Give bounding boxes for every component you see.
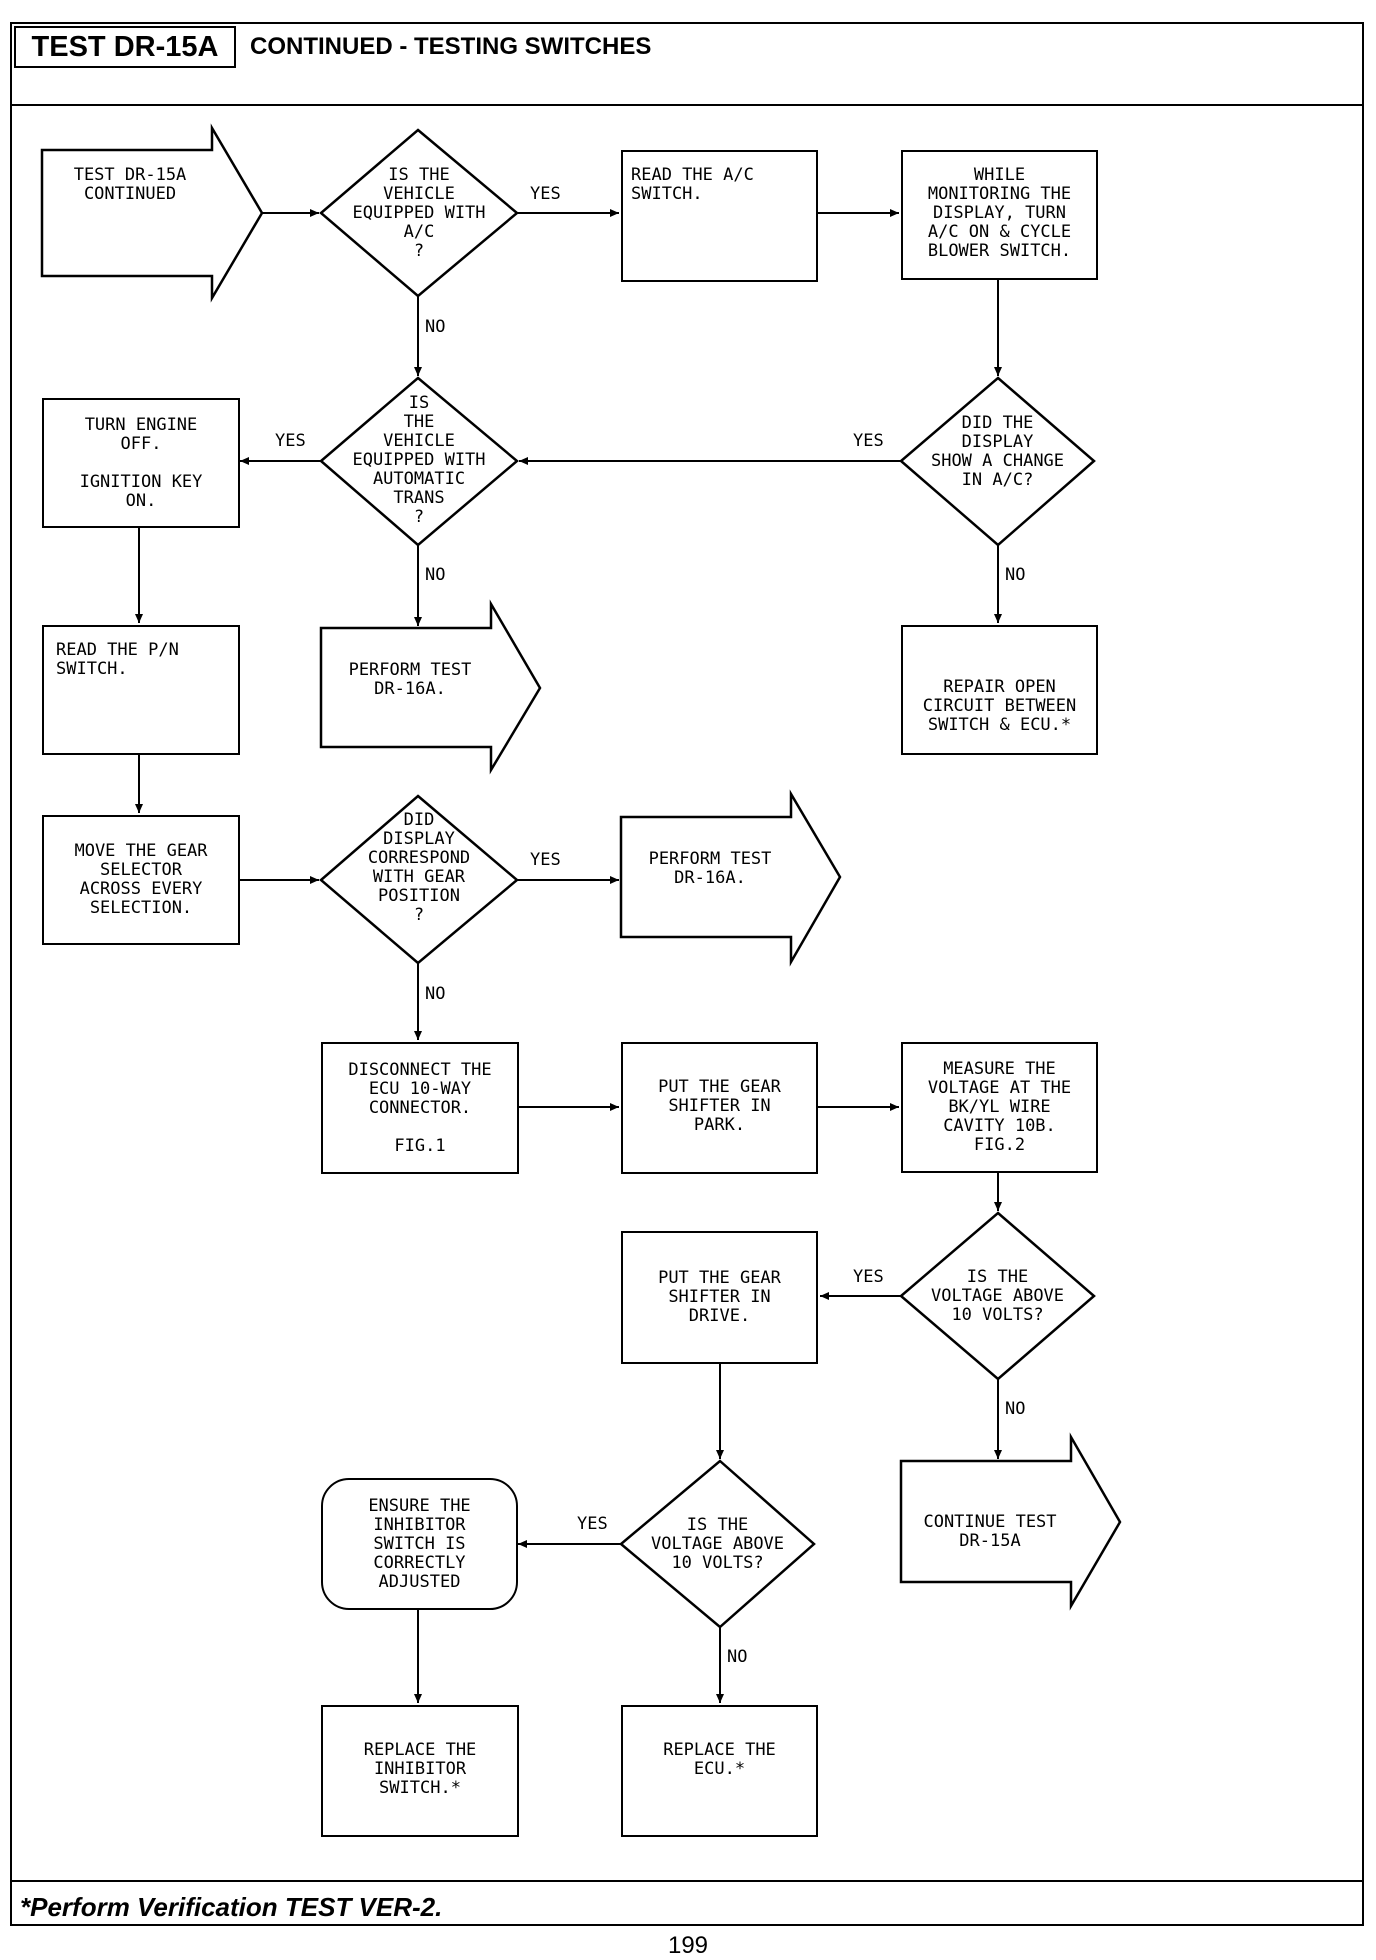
q-ac-no-label: NO: [425, 317, 446, 337]
header-subtitle: CONTINUED - TESTING SWITCHES: [250, 33, 652, 60]
continue-arrow-shape: [899, 1432, 1122, 1611]
q-display-ac-yes-label: YES: [853, 431, 884, 451]
q-volt1-yes-label: YES: [853, 1267, 884, 1287]
q-volt1-text: IS THE VOLTAGE ABOVE 10 VOLTS?: [930, 1266, 1065, 1325]
perform-16a-2-arrow-shape: [619, 789, 842, 967]
page-border: [10, 22, 1364, 1926]
q-volt1-no-label: NO: [1005, 1399, 1026, 1419]
shifter-drive-box: PUT THE GEAR SHIFTER IN DRIVE.: [621, 1231, 818, 1364]
q-display-gear-text: DID DISPLAY CORRESPOND WITH GEAR POSITIO…: [367, 810, 471, 925]
q-ac-yes-label: YES: [530, 184, 561, 204]
perform-16a-2-label: PERFORM TEST DR-16A.: [648, 849, 772, 888]
footer-divider: [10, 1880, 1364, 1882]
page-number: 199: [667, 1932, 709, 1959]
q-volt2-text: IS THE VOLTAGE ABOVE 10 VOLTS?: [650, 1514, 785, 1573]
continue-label: CONTINUE TEST DR-15A: [923, 1512, 1057, 1551]
q-ac-text: IS THE VEHICLE EQUIPPED WITH A/C ?: [352, 164, 486, 261]
disconnect-box: DISCONNECT THE ECU 10-WAY CONNECTOR. FIG…: [321, 1042, 519, 1174]
perform-16a-1-label: PERFORM TEST DR-16A.: [348, 660, 472, 699]
q-volt2-yes-label: YES: [577, 1514, 608, 1534]
turn-engine-box: TURN ENGINE OFF. IGNITION KEY ON.: [42, 398, 240, 528]
q-display-gear-yes-label: YES: [530, 850, 561, 870]
footer-note: *Perform Verification TEST VER-2.: [20, 1892, 443, 1922]
q-auto-no-label: NO: [425, 565, 446, 585]
test-id: TEST DR-15A: [14, 26, 236, 68]
header-divider: [10, 22, 1364, 106]
move-gear-box: MOVE THE GEAR SELECTOR ACROSS EVERY SELE…: [42, 815, 240, 945]
q-auto-yes-label: YES: [275, 431, 306, 451]
monitor-box: WHILE MONITORING THE DISPLAY, TURN A/C O…: [901, 150, 1098, 280]
start-label: TEST DR-15A CONTINUED: [73, 165, 187, 204]
q-display-ac-text: DID THE DISPLAY SHOW A CHANGE IN A/C?: [930, 413, 1065, 490]
shifter-park-box: PUT THE GEAR SHIFTER IN PARK.: [621, 1042, 818, 1174]
perform-16a-1-arrow-shape: [319, 599, 542, 775]
start-arrow-shape: [40, 123, 264, 303]
read-pn-box: READ THE P/N SWITCH.: [42, 625, 240, 755]
repair-open-box: REPAIR OPEN CIRCUIT BETWEEN SWITCH & ECU…: [901, 625, 1098, 755]
replace-ecu-box: REPLACE THE ECU.*: [621, 1705, 818, 1837]
read-ac-box: READ THE A/C SWITCH.: [621, 150, 818, 282]
ensure-inhibitor-box: ENSURE THE INHIBITOR SWITCH IS CORRECTLY…: [321, 1478, 518, 1610]
q-volt2-no-label: NO: [727, 1647, 748, 1667]
q-auto-text: IS THE VEHICLE EQUIPPED WITH AUTOMATIC T…: [352, 392, 486, 527]
replace-inhibitor-box: REPLACE THE INHIBITOR SWITCH.*: [321, 1705, 519, 1837]
measure-box: MEASURE THE VOLTAGE AT THE BK/YL WIRE CA…: [901, 1042, 1098, 1173]
q-display-ac-no-label: NO: [1005, 565, 1026, 585]
q-display-gear-no-label: NO: [425, 984, 446, 1004]
